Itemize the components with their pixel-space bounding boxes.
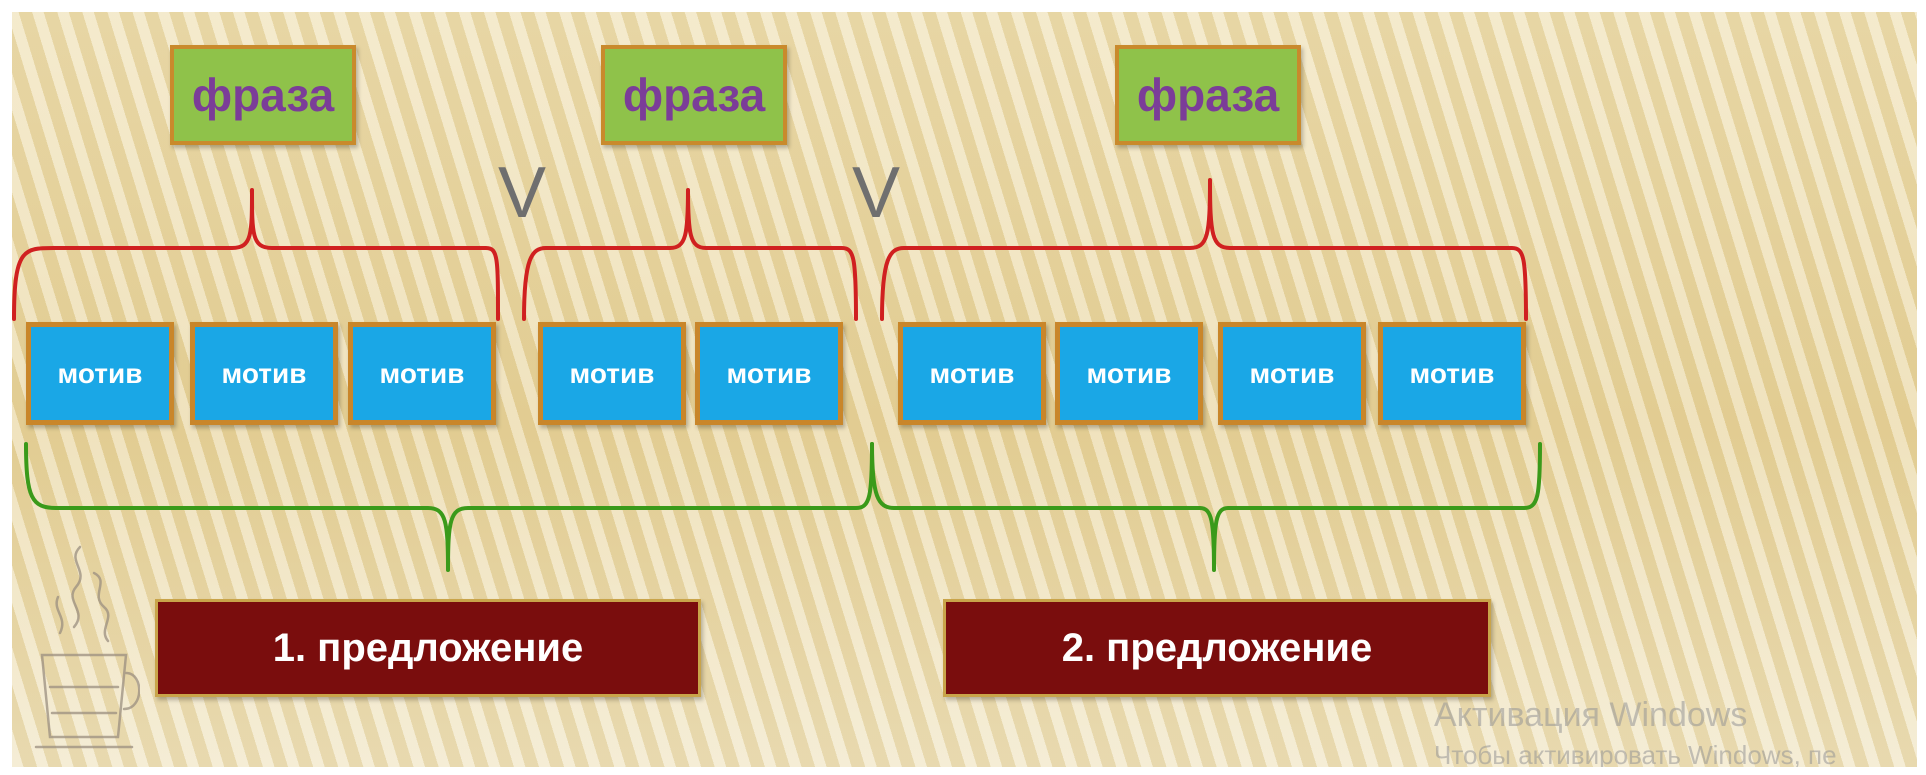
motif-box-5: мотив bbox=[695, 322, 843, 425]
coffee-cup-music-logo-icon bbox=[34, 545, 140, 749]
motif-box-6: мотив bbox=[898, 322, 1046, 425]
slide: фраза фраза фраза V V мотив мотив мотив … bbox=[12, 12, 1917, 767]
braces-layer bbox=[12, 178, 1542, 572]
phrase-box-3: фраза bbox=[1115, 45, 1301, 145]
sentence-box-1: 1. предложение bbox=[155, 599, 701, 697]
phrase-brace-1 bbox=[12, 188, 500, 321]
watermark-title: Активация Windows bbox=[1434, 696, 1748, 734]
motif-box-9: мотив bbox=[1378, 322, 1526, 425]
motif-box-1: мотив bbox=[26, 322, 174, 425]
phrase-box-1: фраза bbox=[170, 45, 356, 145]
watermark-subtitle: Чтобы активировать Windows, пе bbox=[1434, 740, 1837, 767]
sentence-brace-1 bbox=[24, 442, 874, 572]
sentence-brace-2 bbox=[870, 442, 1542, 572]
separator-v-2: V bbox=[852, 153, 901, 233]
phrase-box-2: фраза bbox=[601, 45, 787, 145]
motif-box-2: мотив bbox=[190, 322, 338, 425]
phrase-brace-2 bbox=[522, 188, 858, 321]
motif-box-3: мотив bbox=[348, 322, 496, 425]
motif-box-4: мотив bbox=[538, 322, 686, 425]
separator-v-1: V bbox=[498, 153, 547, 233]
sentence-box-2: 2. предложение bbox=[943, 599, 1491, 697]
motif-box-8: мотив bbox=[1218, 322, 1366, 425]
phrase-brace-3 bbox=[880, 178, 1528, 321]
motif-box-7: мотив bbox=[1055, 322, 1203, 425]
